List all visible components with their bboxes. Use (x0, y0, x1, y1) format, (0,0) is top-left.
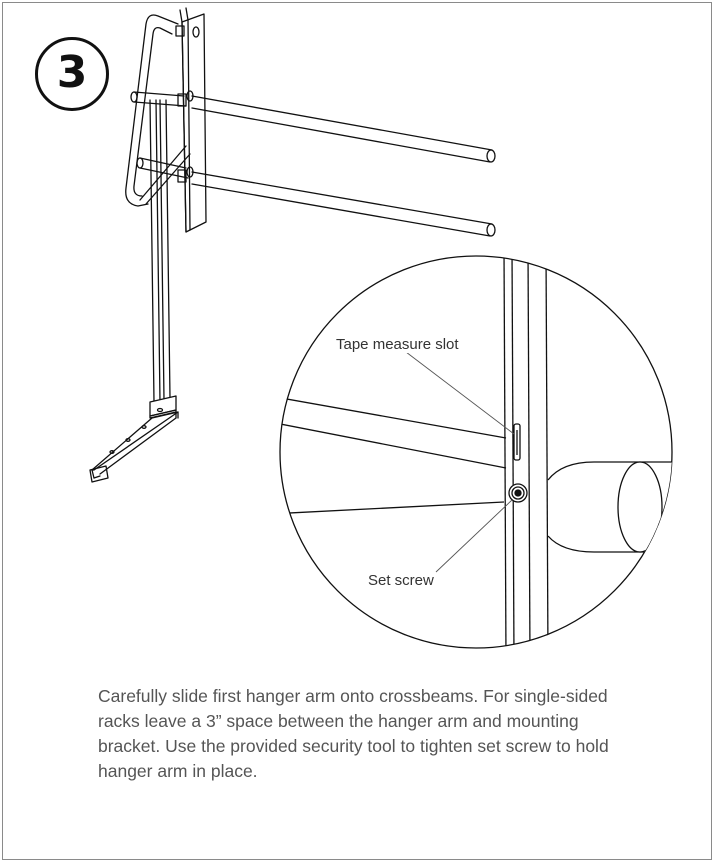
crossbeam-upper (191, 95, 496, 163)
upright-post (149, 99, 171, 403)
hanger-arm (125, 14, 191, 207)
tape-slot-leader-line (405, 351, 515, 435)
tape-measure-slot-label: Tape measure slot (334, 336, 461, 353)
set-screw-leader-line (435, 499, 513, 573)
step-number: 3 (56, 47, 88, 98)
set-screw-label: Set screw (366, 572, 436, 589)
step-badge: 3 (35, 37, 109, 111)
base-foot (89, 395, 179, 483)
set-screw-icon (508, 483, 528, 503)
detail-zoom-view (279, 255, 673, 649)
crossbeam-lower (191, 171, 496, 237)
tape-measure-slot-icon (513, 423, 521, 461)
instruction-text: Carefully slide first hanger arm onto cr… (98, 686, 609, 781)
mounting-bracket-plate (179, 7, 207, 233)
